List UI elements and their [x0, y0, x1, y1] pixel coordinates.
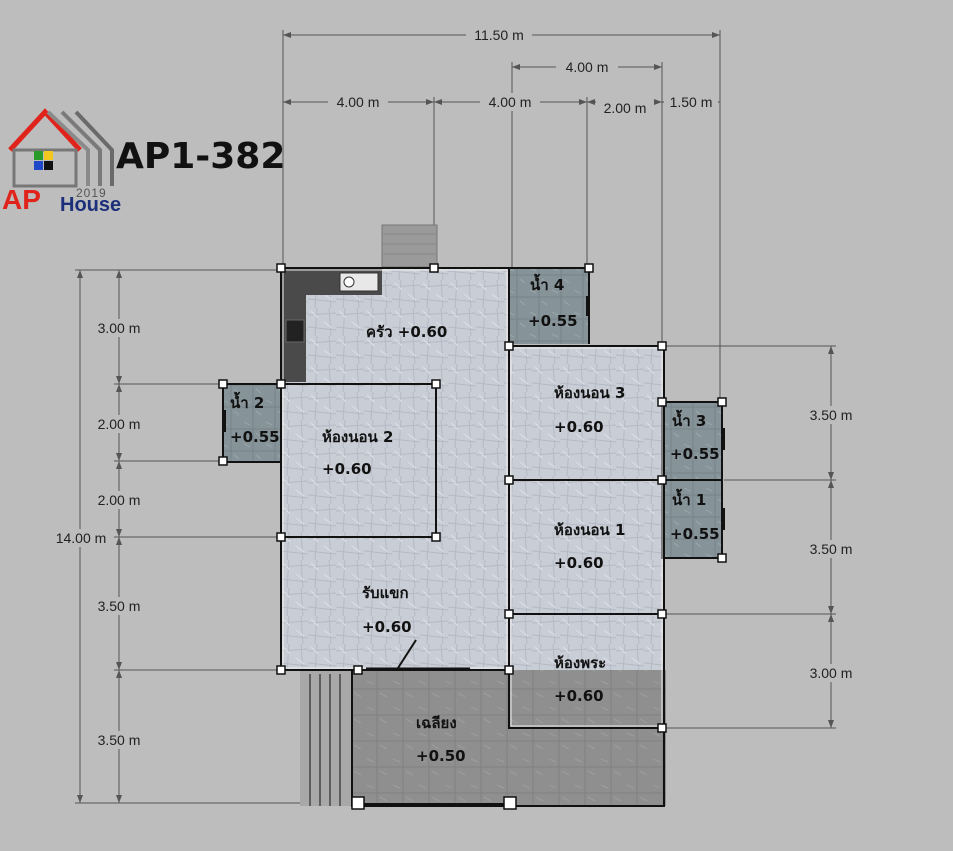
- brand-ap: AP: [2, 184, 41, 215]
- dim-left-living: 3.50 m: [98, 598, 141, 614]
- dim-top-mid: 4.00 m: [489, 94, 532, 110]
- doors: [222, 296, 725, 807]
- bedroom2-level: +0.60: [322, 460, 372, 478]
- dim-left-kitchen: 3.00 m: [98, 320, 141, 336]
- shrine-name: ห้องพระ: [554, 654, 606, 672]
- steps: [300, 670, 352, 806]
- brand-house: House: [60, 194, 122, 216]
- bath3-level: +0.55: [670, 445, 720, 463]
- corner-markers: [218, 263, 727, 810]
- dim-left-overall: 14.00 m: [56, 530, 107, 546]
- bedroom2-name: ห้องนอน 2: [322, 428, 393, 446]
- dim-top-bath: 2.00 m: [604, 100, 647, 116]
- dim-right-shrine: 3.00 m: [810, 665, 853, 681]
- plan-code: AP1-382: [116, 136, 286, 177]
- kitchen-label: ครัว +0.60: [366, 323, 447, 341]
- terrace-name: เฉลียง: [416, 714, 457, 732]
- bath4-level: +0.55: [528, 312, 578, 330]
- bedroom3-name: ห้องนอน 3: [554, 384, 625, 402]
- dim-right-bed3: 3.50 m: [810, 407, 853, 423]
- bath2-name: น้ำ 2: [230, 391, 264, 412]
- dim-top-overall: 11.50 m: [474, 27, 524, 43]
- dimension-arrows: [77, 32, 834, 803]
- bedroom3-level: +0.60: [554, 418, 604, 436]
- bedroom2-floor: [281, 384, 436, 537]
- dim-left-terrace: 3.50 m: [98, 732, 141, 748]
- main-door: [397, 639, 417, 669]
- dim-left-bath2: 2.00 m: [98, 416, 141, 432]
- ap-house-logo-icon: [8, 108, 114, 188]
- dim-left-bed2: 2.00 m: [98, 492, 141, 508]
- bath4-floor: [509, 268, 589, 344]
- bath3-floor: [662, 402, 722, 480]
- shrine-level: +0.60: [554, 687, 604, 705]
- brand-year: 2019: [76, 186, 107, 200]
- room-labels: ครัว +0.60 น้ำ 4 +0.55 น้ำ 2 +0.55 ห้องน…: [230, 273, 720, 765]
- right-wing-floor: [509, 346, 664, 728]
- dimension-labels: 11.50 m 4.00 m 4.00 m 4.00 m 2.00 m 1.50…: [50, 26, 858, 749]
- bath1-name: น้ำ 1: [672, 488, 706, 509]
- bath4-name: น้ำ 4: [530, 273, 564, 294]
- bedroom1-name: ห้องนอน 1: [554, 521, 625, 539]
- bath2-level: +0.55: [230, 428, 280, 446]
- dim-top-right: 1.50 m: [670, 94, 713, 110]
- bath1-level: +0.55: [670, 525, 720, 543]
- bath1-floor: [662, 480, 722, 558]
- floors: [223, 224, 722, 806]
- bath2-floor: [223, 384, 281, 462]
- exhaust-hood: [381, 224, 438, 268]
- bath3-name: น้ำ 3: [672, 409, 706, 430]
- dim-right-bed1: 3.50 m: [810, 541, 853, 557]
- dim-top-bedrooms: 4.00 m: [566, 59, 609, 75]
- bedroom1-level: +0.60: [554, 554, 604, 572]
- dim-top-left: 4.00 m: [337, 94, 380, 110]
- living-level: +0.60: [362, 618, 412, 636]
- living-name: รับแขก: [362, 584, 409, 602]
- stove-icon: [285, 319, 305, 343]
- terrace-level: +0.50: [416, 747, 466, 765]
